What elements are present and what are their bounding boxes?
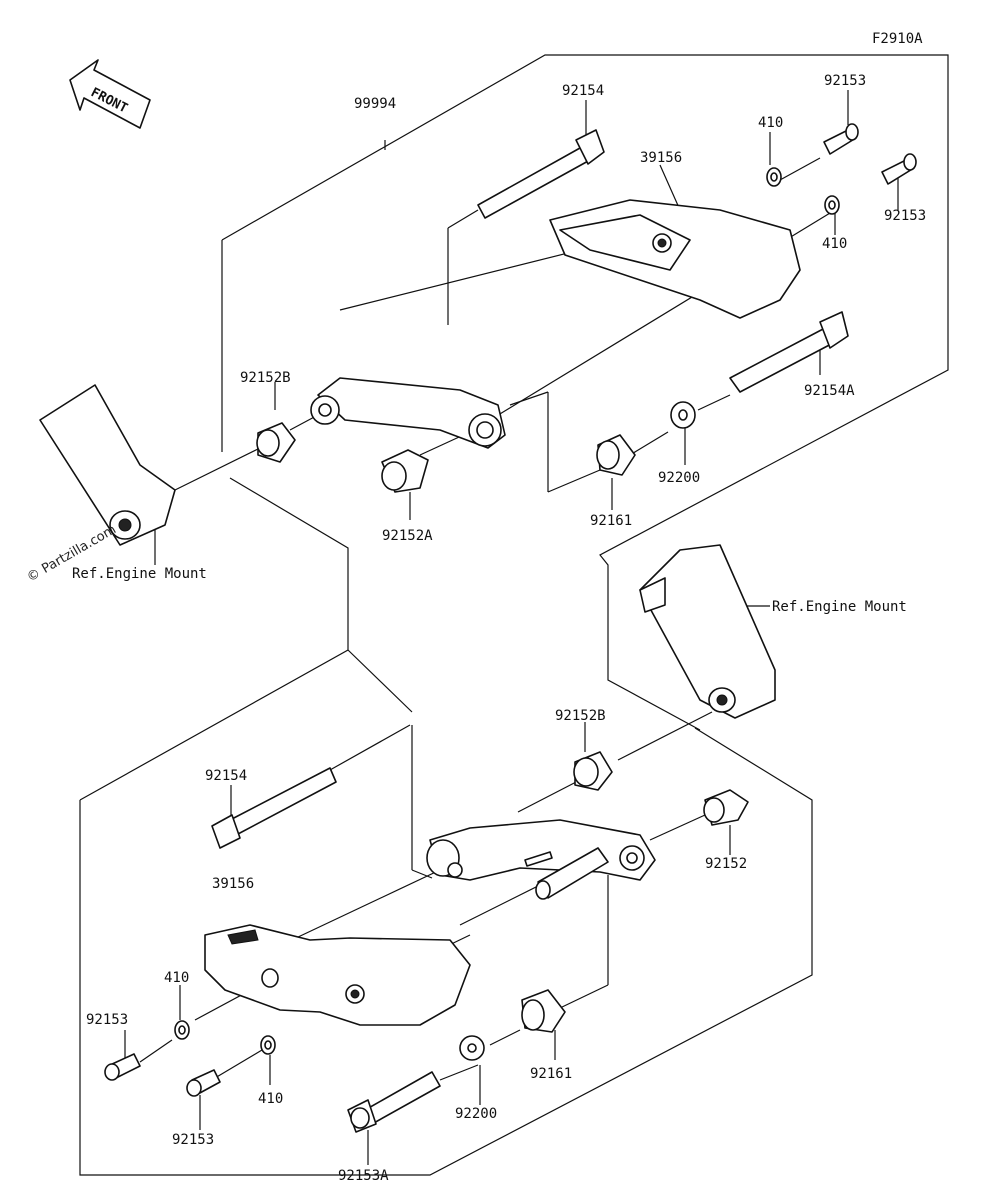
label-92152b-lower: 92152B	[555, 708, 606, 724]
label-410-lower-a: 410	[164, 970, 189, 986]
label-92153-lower-b: 92153	[172, 1132, 214, 1148]
lower-outline-top	[347, 649, 413, 713]
lower-washer-b	[260, 1035, 276, 1055]
lower-collar	[703, 789, 749, 826]
upper-leaders	[154, 90, 899, 607]
label-39156-lower: 39156	[212, 876, 254, 892]
lower-outline	[79, 727, 813, 1176]
label-410-upper-a: 410	[758, 115, 783, 131]
lower-bolt	[211, 767, 337, 849]
upper-bolt-top	[477, 129, 605, 219]
lower-tube	[535, 847, 609, 900]
label-92161-upper: 92161	[590, 513, 632, 529]
lower-slider	[204, 924, 471, 1026]
lower-screw-a	[104, 1053, 141, 1081]
label-92200-lower: 92200	[455, 1106, 497, 1122]
label-92152b-upper: 92152B	[240, 370, 291, 386]
lower-screw-b	[186, 1069, 221, 1097]
label-92153a-lower: 92153A	[338, 1168, 389, 1184]
upper-bushing	[596, 434, 636, 476]
right-engine-mount	[639, 544, 776, 719]
label-92152-lower: 92152	[705, 856, 747, 872]
label-92154-lower: 92154	[205, 768, 247, 784]
label-39156-upper: 39156	[640, 150, 682, 166]
label-92154-upper: 92154	[562, 83, 604, 99]
upper-washer-b	[824, 195, 840, 215]
label-92153-upper-b: 92153	[884, 208, 926, 224]
upper-bolt-long	[729, 311, 849, 393]
upper-outline-bottom	[79, 477, 349, 801]
label-92153-upper-a: 92153	[824, 73, 866, 89]
label-ref-engine-mount-right: Ref.Engine Mount	[772, 599, 907, 615]
lower-bushing	[521, 989, 566, 1033]
lower-washer-c	[459, 1035, 485, 1061]
upper-bracket	[310, 377, 506, 449]
upper-outline	[221, 54, 949, 731]
lower-bolt-long	[347, 1071, 441, 1133]
upper-slider	[549, 199, 801, 319]
label-ref-engine-mount-left: Ref.Engine Mount	[72, 566, 207, 582]
upper-washer-c	[670, 401, 696, 429]
lower-spacer	[573, 751, 613, 791]
upper-engine-mount	[39, 384, 176, 546]
upper-spacer	[256, 422, 296, 463]
diagram-code: F2910A	[872, 31, 923, 47]
lower-bracket	[426, 819, 656, 881]
upper-screw-b	[881, 153, 917, 185]
label-92153-lower-a: 92153	[86, 1012, 128, 1028]
lower-washer-a	[174, 1020, 190, 1040]
label-92161-lower: 92161	[530, 1066, 572, 1082]
label-92152a-upper: 92152A	[382, 528, 433, 544]
upper-screw-a	[823, 123, 859, 155]
label-92154a-upper: 92154A	[804, 383, 855, 399]
label-99994: 99994	[354, 96, 396, 112]
front-arrow-icon: FRONT	[69, 59, 151, 129]
label-410-upper-b: 410	[822, 236, 847, 252]
upper-washer-a	[766, 167, 782, 187]
upper-collar	[381, 449, 429, 493]
label-92200-upper: 92200	[658, 470, 700, 486]
label-410-lower-b: 410	[258, 1091, 283, 1107]
